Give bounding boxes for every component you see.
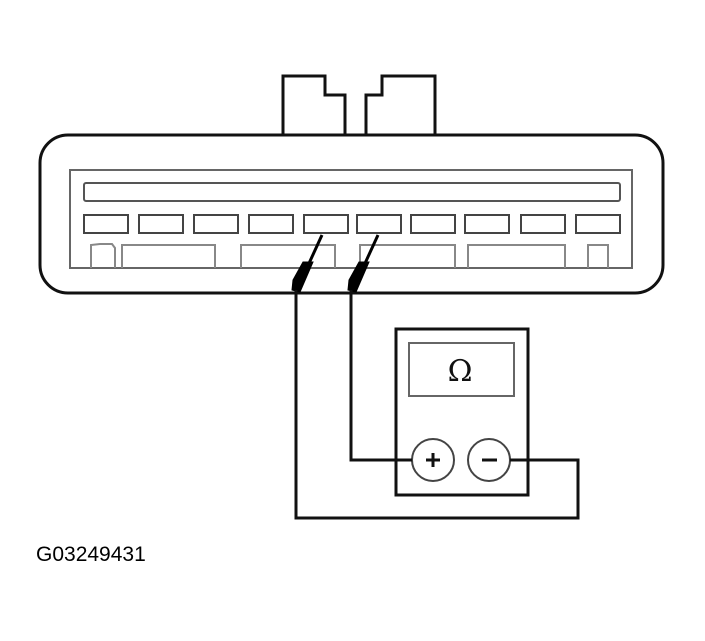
test-leads (294, 290, 580, 520)
connector-lower-cavities (90, 243, 609, 268)
connector-body (38, 133, 665, 295)
connector-pin-row (83, 214, 621, 234)
plus-icon (426, 453, 440, 467)
ohm-symbol: Ω (447, 353, 473, 389)
connector-face (69, 169, 633, 269)
figure-id-label: G03249431 (36, 543, 146, 566)
connector-upper-slot (83, 182, 621, 202)
ohmmeter-display (408, 342, 515, 397)
connector-locking-tab (281, 74, 437, 135)
